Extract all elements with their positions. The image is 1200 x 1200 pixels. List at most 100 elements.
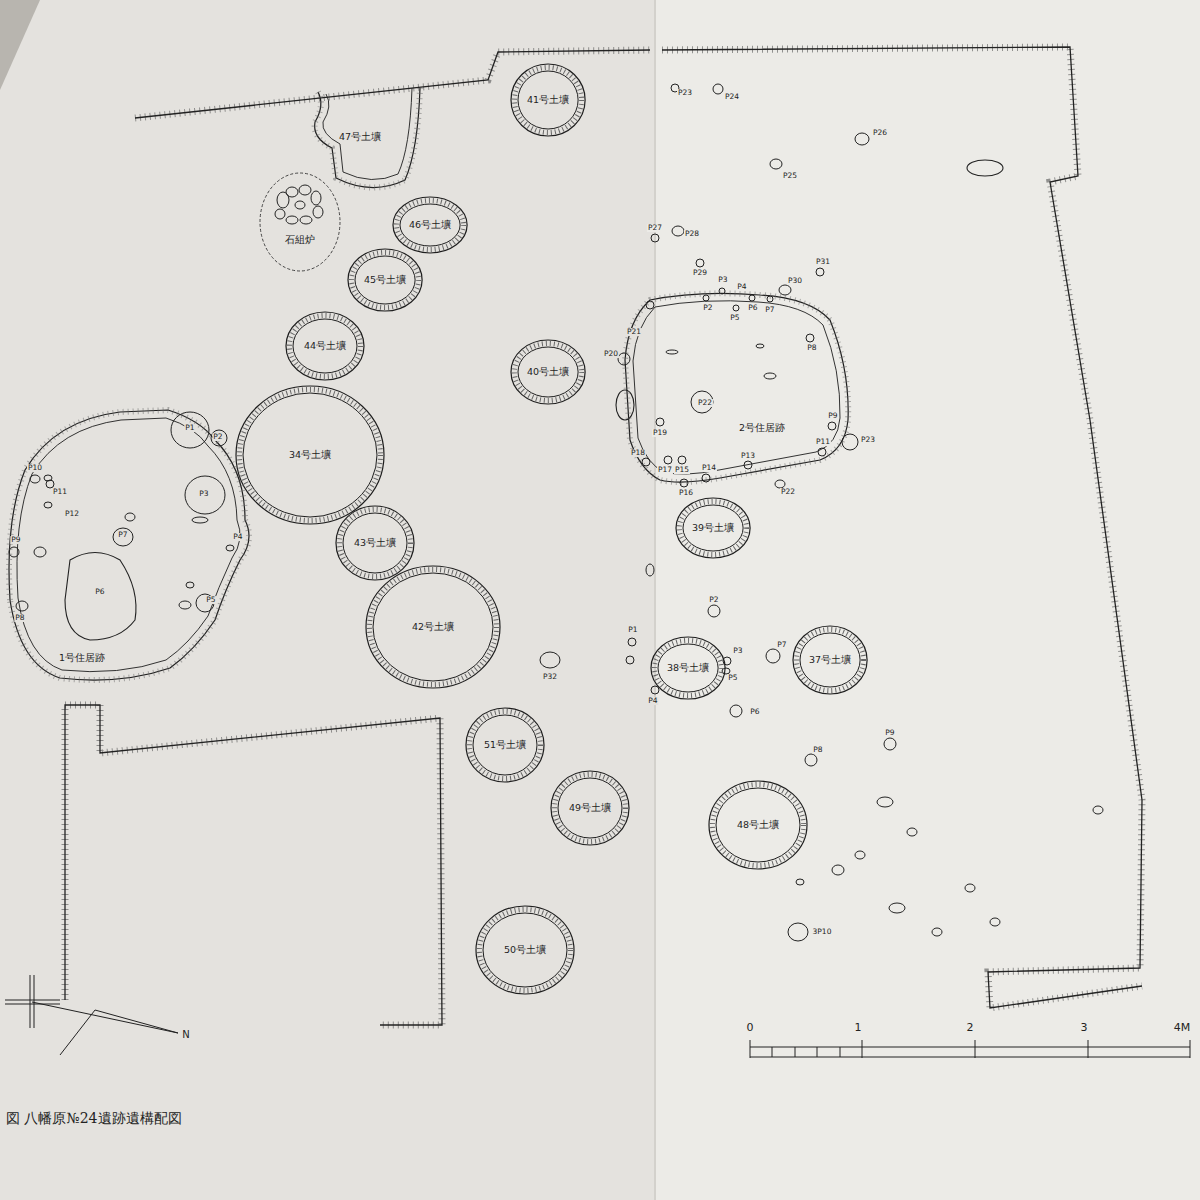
boundary-line <box>65 705 442 1025</box>
feature-number: P9 <box>10 536 21 544</box>
hearth-stone <box>275 209 285 219</box>
pit-dot <box>779 285 791 295</box>
pit-wall-hatch <box>396 201 463 250</box>
pit-dot <box>113 528 133 546</box>
pit-feature: 49号土壙 <box>550 770 630 846</box>
pit-dot <box>990 918 1000 926</box>
feature-label: 41号土壙 <box>527 95 569 105</box>
pit-floor <box>483 913 567 987</box>
hearth-stone <box>299 185 311 195</box>
pit-dot <box>889 903 905 913</box>
feature-number: P4 <box>736 283 747 291</box>
feature-number: P2 <box>702 304 713 312</box>
feature-number: P32 <box>542 673 558 681</box>
pit-wall-hatch <box>351 253 418 308</box>
compass-arrow <box>32 1002 178 1055</box>
pit-rim <box>393 197 467 253</box>
pit-feature: 50号土壙 <box>475 905 575 995</box>
feature-shape <box>258 170 344 274</box>
feature-shape <box>3 400 262 690</box>
pit-wall-hatch <box>370 570 497 685</box>
feature-number: P31 <box>815 258 831 266</box>
feature-label: 48号土壙 <box>737 820 779 830</box>
pit-outline <box>315 88 420 188</box>
feature-number: P8 <box>806 344 817 352</box>
feature-number: P8 <box>812 746 823 754</box>
pit-floor <box>518 347 578 397</box>
north-label: N <box>181 1030 190 1041</box>
pit-rim <box>336 506 414 580</box>
pit-dot <box>44 475 52 481</box>
pit-feature: 48号土壙 <box>708 780 808 870</box>
excavation-boundary <box>65 47 1142 1025</box>
feature-label: 42号土壙 <box>412 622 454 632</box>
stone <box>616 390 634 420</box>
feature-number: P3 <box>732 647 743 655</box>
pit-rim <box>511 64 585 136</box>
figure-caption: 図 八幡原№24遺跡遺構配図 <box>6 1110 182 1128</box>
pit-dot <box>770 159 782 169</box>
feature-number: P8 <box>14 614 25 622</box>
feature-number: P3 <box>717 276 728 284</box>
pit-dot <box>44 502 52 508</box>
pit-floor <box>343 513 407 573</box>
pit-rim <box>651 637 725 699</box>
feature-label: 34号土壙 <box>289 450 331 460</box>
pit-outline <box>967 160 1003 176</box>
feature-label: 43号土壙 <box>354 538 396 548</box>
feature-label: 石組炉 <box>285 235 315 245</box>
dwelling-outline <box>633 301 840 474</box>
pit-wall-hatch <box>555 775 626 842</box>
pit-dot <box>766 649 780 663</box>
pit-dot <box>855 133 869 145</box>
pit-dot <box>965 884 975 892</box>
pit-outline <box>323 88 412 180</box>
pit-dot <box>855 851 865 859</box>
pit-dot <box>796 879 804 885</box>
pit-dot <box>678 456 686 464</box>
pit-dot <box>179 601 191 609</box>
pit-dot <box>708 605 720 617</box>
small-features <box>9 84 1103 941</box>
feature-number: P6 <box>749 708 760 716</box>
pit-dot <box>16 601 28 611</box>
feature-number: P23 <box>860 436 876 444</box>
pit-wall-hatch <box>340 510 411 577</box>
pit-rim <box>511 340 585 404</box>
pit-rim <box>286 312 364 380</box>
feature-label: 47号土壙 <box>339 132 381 142</box>
pit-dot <box>733 305 739 311</box>
pit-dot <box>730 705 742 717</box>
feature-number: P21 <box>626 328 642 336</box>
pit-feature: 43号土壙 <box>335 505 415 581</box>
feature-number: P4 <box>647 697 658 705</box>
dwelling-outline <box>625 293 848 482</box>
pit-floor <box>373 573 493 681</box>
feature-label: 50号土壙 <box>504 945 546 955</box>
pit-feature: 41号土壙 <box>510 63 586 137</box>
boundary-line <box>662 47 1142 1008</box>
feature-number: P7 <box>117 531 128 539</box>
feature-number: P30 <box>787 277 803 285</box>
pit-dot <box>656 418 664 426</box>
pit-floor <box>658 644 718 692</box>
pit-rim <box>676 498 750 558</box>
pit-wall-hatch <box>240 390 381 521</box>
feature-number: P5 <box>205 596 216 604</box>
pit-feature: 37号土壙 <box>792 625 868 695</box>
feature-label: 40号土壙 <box>527 367 569 377</box>
pit-dot <box>764 373 776 379</box>
scale-bar <box>750 1040 1190 1058</box>
feature-number: P24 <box>724 93 740 101</box>
scale-number: 2 <box>966 1022 975 1034</box>
feature-number: P3 <box>198 490 209 498</box>
boundary-hatch <box>65 705 442 1025</box>
pit-floor <box>473 715 537 775</box>
feature-number: P27 <box>647 224 663 232</box>
feature-label: 44号土壙 <box>304 341 346 351</box>
pit-dot <box>666 350 678 354</box>
pit-floor <box>400 204 460 246</box>
hearth-stone <box>286 216 298 224</box>
scale-number: 1 <box>854 1022 863 1034</box>
